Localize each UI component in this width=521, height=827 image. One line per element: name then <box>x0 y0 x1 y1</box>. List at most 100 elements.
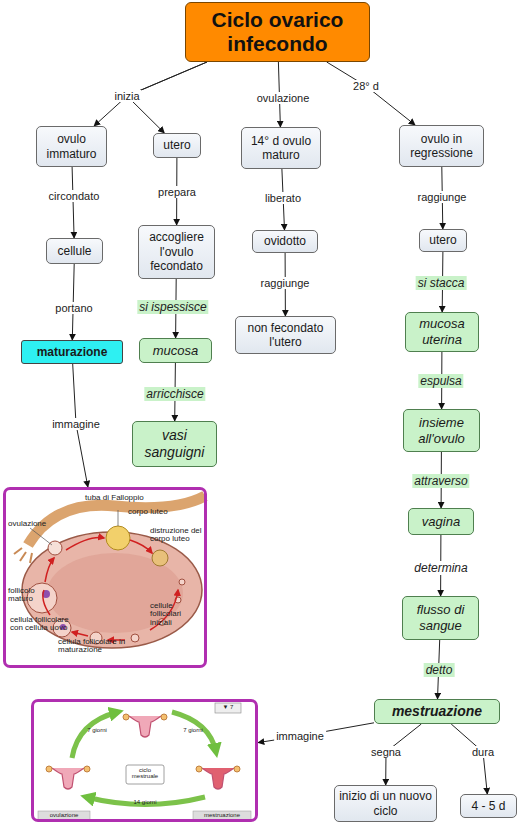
leader-line <box>30 528 52 545</box>
follicle <box>131 634 139 642</box>
connector-arrow <box>72 167 74 238</box>
uterus <box>129 716 161 737</box>
node-text: mucosa <box>153 343 199 359</box>
concept-box: 4 - 5 d <box>460 794 517 818</box>
node-text: vasi sanguigni <box>137 427 212 461</box>
node-text: ovidotto <box>264 234 306 248</box>
illustration-label: cellula follicolare con cellula uovo <box>10 616 82 633</box>
node-text: mestruazione <box>392 703 482 720</box>
node-text: accogliere l'ovulo fecondato <box>143 230 210 273</box>
image-frame: ▼ 7 7 giorni 7 giorni ciclo mestruale 14 gio… <box>31 699 258 822</box>
cycle-arrow <box>66 538 104 551</box>
illustration-label: ciclo mestruale <box>127 767 163 780</box>
illustration-label: ▼ 7 <box>215 704 241 710</box>
leader-line <box>118 510 119 526</box>
node-text: mucosa uterina <box>410 316 474 347</box>
illustration-label: cellula follicolare in maturazione <box>58 638 136 655</box>
cycle-arrow <box>130 540 152 553</box>
cycle-arrow <box>43 590 50 615</box>
corpus-luteum <box>106 526 130 550</box>
connector-label: raggiunge <box>416 191 469 203</box>
title-box: Ciclo ovarico infecondo <box>185 2 370 62</box>
connector-label: espulsa <box>418 374 463 388</box>
node-text: ovulo immaturo <box>41 132 102 161</box>
menstrual-cycle-illustration <box>38 703 251 820</box>
cycle-arc <box>172 712 216 752</box>
concept-box: mucosa uterina <box>405 312 479 352</box>
illustration-label: 7 giorni <box>176 727 210 733</box>
concept-box: cellule <box>46 238 103 264</box>
concept-box: mestruazione <box>374 699 500 724</box>
node-text: vagina <box>422 514 460 530</box>
node-text: flusso di sangue <box>407 602 474 633</box>
concept-box: non fecondato l'utero <box>235 316 336 354</box>
connector-label: si stacca <box>416 276 467 290</box>
uterus-icon <box>196 766 240 789</box>
node-text: non fecondato l'utero <box>240 321 331 350</box>
ovary <box>46 766 52 772</box>
connector-label: inizia <box>112 90 141 102</box>
illustration-label: mestruazione <box>193 812 251 818</box>
node-text: 14° d ovulo maturo <box>246 134 316 163</box>
concept-box: ovidotto <box>252 230 318 253</box>
connector-label: liberato <box>263 192 303 204</box>
concept-box: vasi sanguigni <box>132 421 217 467</box>
corpus-luteum-decay <box>152 550 168 566</box>
node-text: 4 - 5 d <box>471 799 505 813</box>
image-frame: tuba di Falloppiocorpo luteoovulazionedi… <box>3 487 207 668</box>
illustration-label: ovulazione <box>8 520 53 528</box>
phase-tag <box>193 811 251 820</box>
connector-arrow <box>94 62 207 126</box>
illustration-label: 7 giorni <box>80 727 114 733</box>
concept-box: inizio di un nuovo ciclo <box>334 785 437 822</box>
connector-label: immagine <box>50 418 102 430</box>
uterus-icon <box>46 766 90 789</box>
cycle-arrow <box>45 558 54 582</box>
ovary <box>84 766 90 772</box>
connector-label: si ispessisce <box>137 300 208 314</box>
uterus <box>52 768 84 789</box>
illustration-label: tuba di Falloppio <box>85 494 157 502</box>
node-text: cellule <box>57 244 91 258</box>
uterus <box>202 768 234 789</box>
page-tag <box>215 703 241 713</box>
cycle-arrow <box>72 632 88 636</box>
illustration-label: 14 giorni <box>128 799 162 805</box>
connector-label: segna <box>369 746 403 758</box>
illustration-label: ovulazione <box>38 812 90 818</box>
cycle-arc <box>86 797 205 805</box>
connector-label: dura <box>470 746 496 758</box>
connector-arrow <box>327 62 415 125</box>
ovary <box>196 766 202 772</box>
highlight-box: maturazione <box>21 340 123 364</box>
concept-box: utero <box>153 133 201 158</box>
concept-box: ovulo in regressione <box>399 125 484 167</box>
uterus-icon <box>123 714 167 737</box>
cycle-arc <box>72 712 118 758</box>
center-box <box>126 765 164 784</box>
connector-label: raggiunge <box>259 277 312 289</box>
node-text: maturazione <box>37 345 108 359</box>
concept-box: ovulo immaturo <box>36 126 107 167</box>
connector-label: attraverso <box>412 474 469 488</box>
node-text: ovulo in regressione <box>404 132 479 161</box>
connector-label: determina <box>412 561 469 575</box>
node-text: utero <box>429 233 456 247</box>
connector-label: circondato <box>47 190 102 202</box>
connector-label: ovulazione <box>255 92 312 104</box>
ovary <box>123 714 129 720</box>
connector-label: 28° d <box>351 80 381 92</box>
concept-box: insieme all'ovulo <box>403 409 480 452</box>
fimbriae <box>14 548 32 563</box>
node-text: utero <box>163 138 190 152</box>
connector-label: immagine <box>274 730 326 742</box>
concept-box: utero <box>419 229 467 252</box>
connector-label: detto <box>424 663 455 677</box>
illustration-label: cellule follicolari iniziali <box>150 602 202 627</box>
connector-label: prepara <box>156 186 198 198</box>
ovary <box>234 766 240 772</box>
concept-box: mucosa <box>139 338 212 363</box>
connector-arrow <box>451 724 487 794</box>
illustration-label: corpo luteo <box>128 508 178 516</box>
